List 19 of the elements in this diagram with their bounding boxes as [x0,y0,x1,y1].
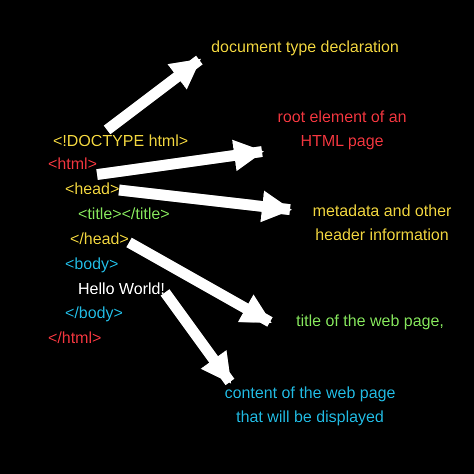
code-line: <title></title> [78,205,170,225]
annotation-text: document type declaration [185,36,425,60]
block-arrow [160,289,234,386]
annotation-text: title of the web page, [270,310,470,334]
code-line: <html> [48,153,97,177]
code-line: <!DOCTYPE html> [53,130,188,154]
block-arrow [118,184,292,222]
block-arrow [104,56,203,134]
code-line: Hello World! [78,278,165,302]
code-line: <head> [65,178,120,202]
code-line: </head> [70,228,129,252]
annotation-text: root element of an HTML page [262,106,422,154]
block-arrow [96,140,264,180]
annotation-text: content of the web page that will be displayed [210,382,410,430]
code-line: <body> [65,255,118,275]
code-line: </html> [48,329,102,349]
block-arrow [126,238,273,327]
annotation-text: metadata and other header information [290,200,474,248]
code-line: </body> [65,304,123,324]
